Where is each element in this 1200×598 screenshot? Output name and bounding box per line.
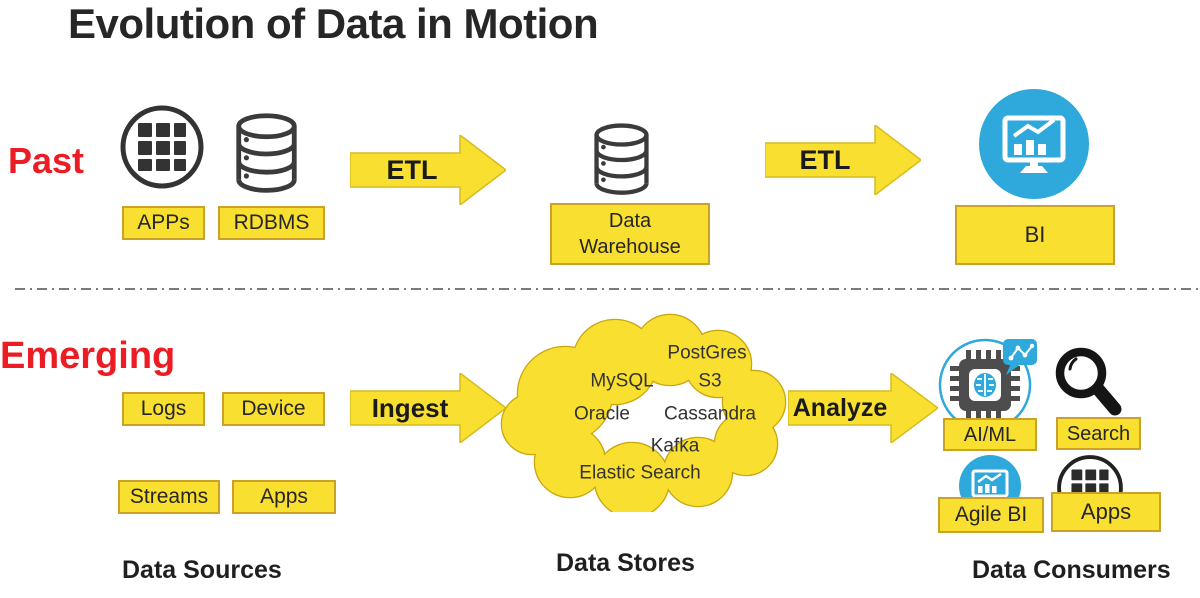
cloud-item-postgres: PostGres: [667, 343, 746, 364]
rdbms-database-icon: [236, 113, 297, 193]
data-stores-cloud: PostGres MySQL S3 Oracle Cassandra Kafka…: [500, 313, 787, 512]
cloud-item-s3: S3: [698, 371, 721, 392]
ingest-arrow: Ingest: [350, 373, 506, 443]
label-data-warehouse-line1: Data: [608, 210, 652, 232]
etl-arrow-1: ETL: [350, 135, 506, 205]
cloud-item-mysql: MySQL: [590, 371, 653, 392]
etl-arrow-1-label: ETL: [387, 155, 438, 185]
cloud-item-oracle: Oracle: [574, 404, 630, 425]
label-data-warehouse-line2: Warehouse: [579, 236, 681, 258]
cloud-item-elastic-search: Elastic Search: [579, 463, 700, 484]
warehouse-database-icon: [594, 123, 649, 195]
apps-grid-icon: [120, 105, 204, 189]
era-label-emerging: Emerging: [0, 335, 176, 377]
label-device: Device: [222, 392, 325, 426]
analyze-arrow-label: Analyze: [793, 394, 888, 422]
etl-arrow-2-label: ETL: [800, 145, 851, 175]
label-streams: Streams: [118, 480, 220, 514]
column-label-data-consumers: Data Consumers: [972, 556, 1171, 584]
label-rdbms: RDBMS: [218, 206, 325, 240]
column-label-data-stores: Data Stores: [556, 549, 695, 577]
label-data-warehouse: Data Warehouse: [550, 203, 710, 265]
analyze-arrow: Analyze: [788, 373, 938, 443]
column-label-data-sources: Data Sources: [122, 556, 282, 584]
ingest-arrow-label: Ingest: [372, 393, 449, 423]
label-apps: APPs: [122, 206, 205, 240]
search-magnifier-icon: [1055, 347, 1122, 416]
label-search: Search: [1056, 417, 1141, 450]
label-apps-source: Apps: [232, 480, 336, 514]
era-label-past: Past: [8, 140, 85, 181]
cloud-item-kafka: Kafka: [651, 436, 700, 457]
label-logs: Logs: [122, 392, 205, 426]
bi-monitor-icon: [979, 89, 1089, 199]
cloud-item-cassandra: Cassandra: [664, 404, 756, 425]
etl-arrow-2: ETL: [765, 125, 921, 195]
page-title: Evolution of Data in Motion: [68, 0, 599, 47]
label-ai-ml: AI/ML: [943, 418, 1037, 451]
era-divider-line: [15, 288, 1200, 290]
label-bi: BI: [955, 205, 1115, 265]
ai-ml-chip-icon: [938, 338, 1037, 432]
label-apps-consumer: Apps: [1051, 492, 1161, 532]
label-agile-bi: Agile BI: [938, 497, 1044, 533]
